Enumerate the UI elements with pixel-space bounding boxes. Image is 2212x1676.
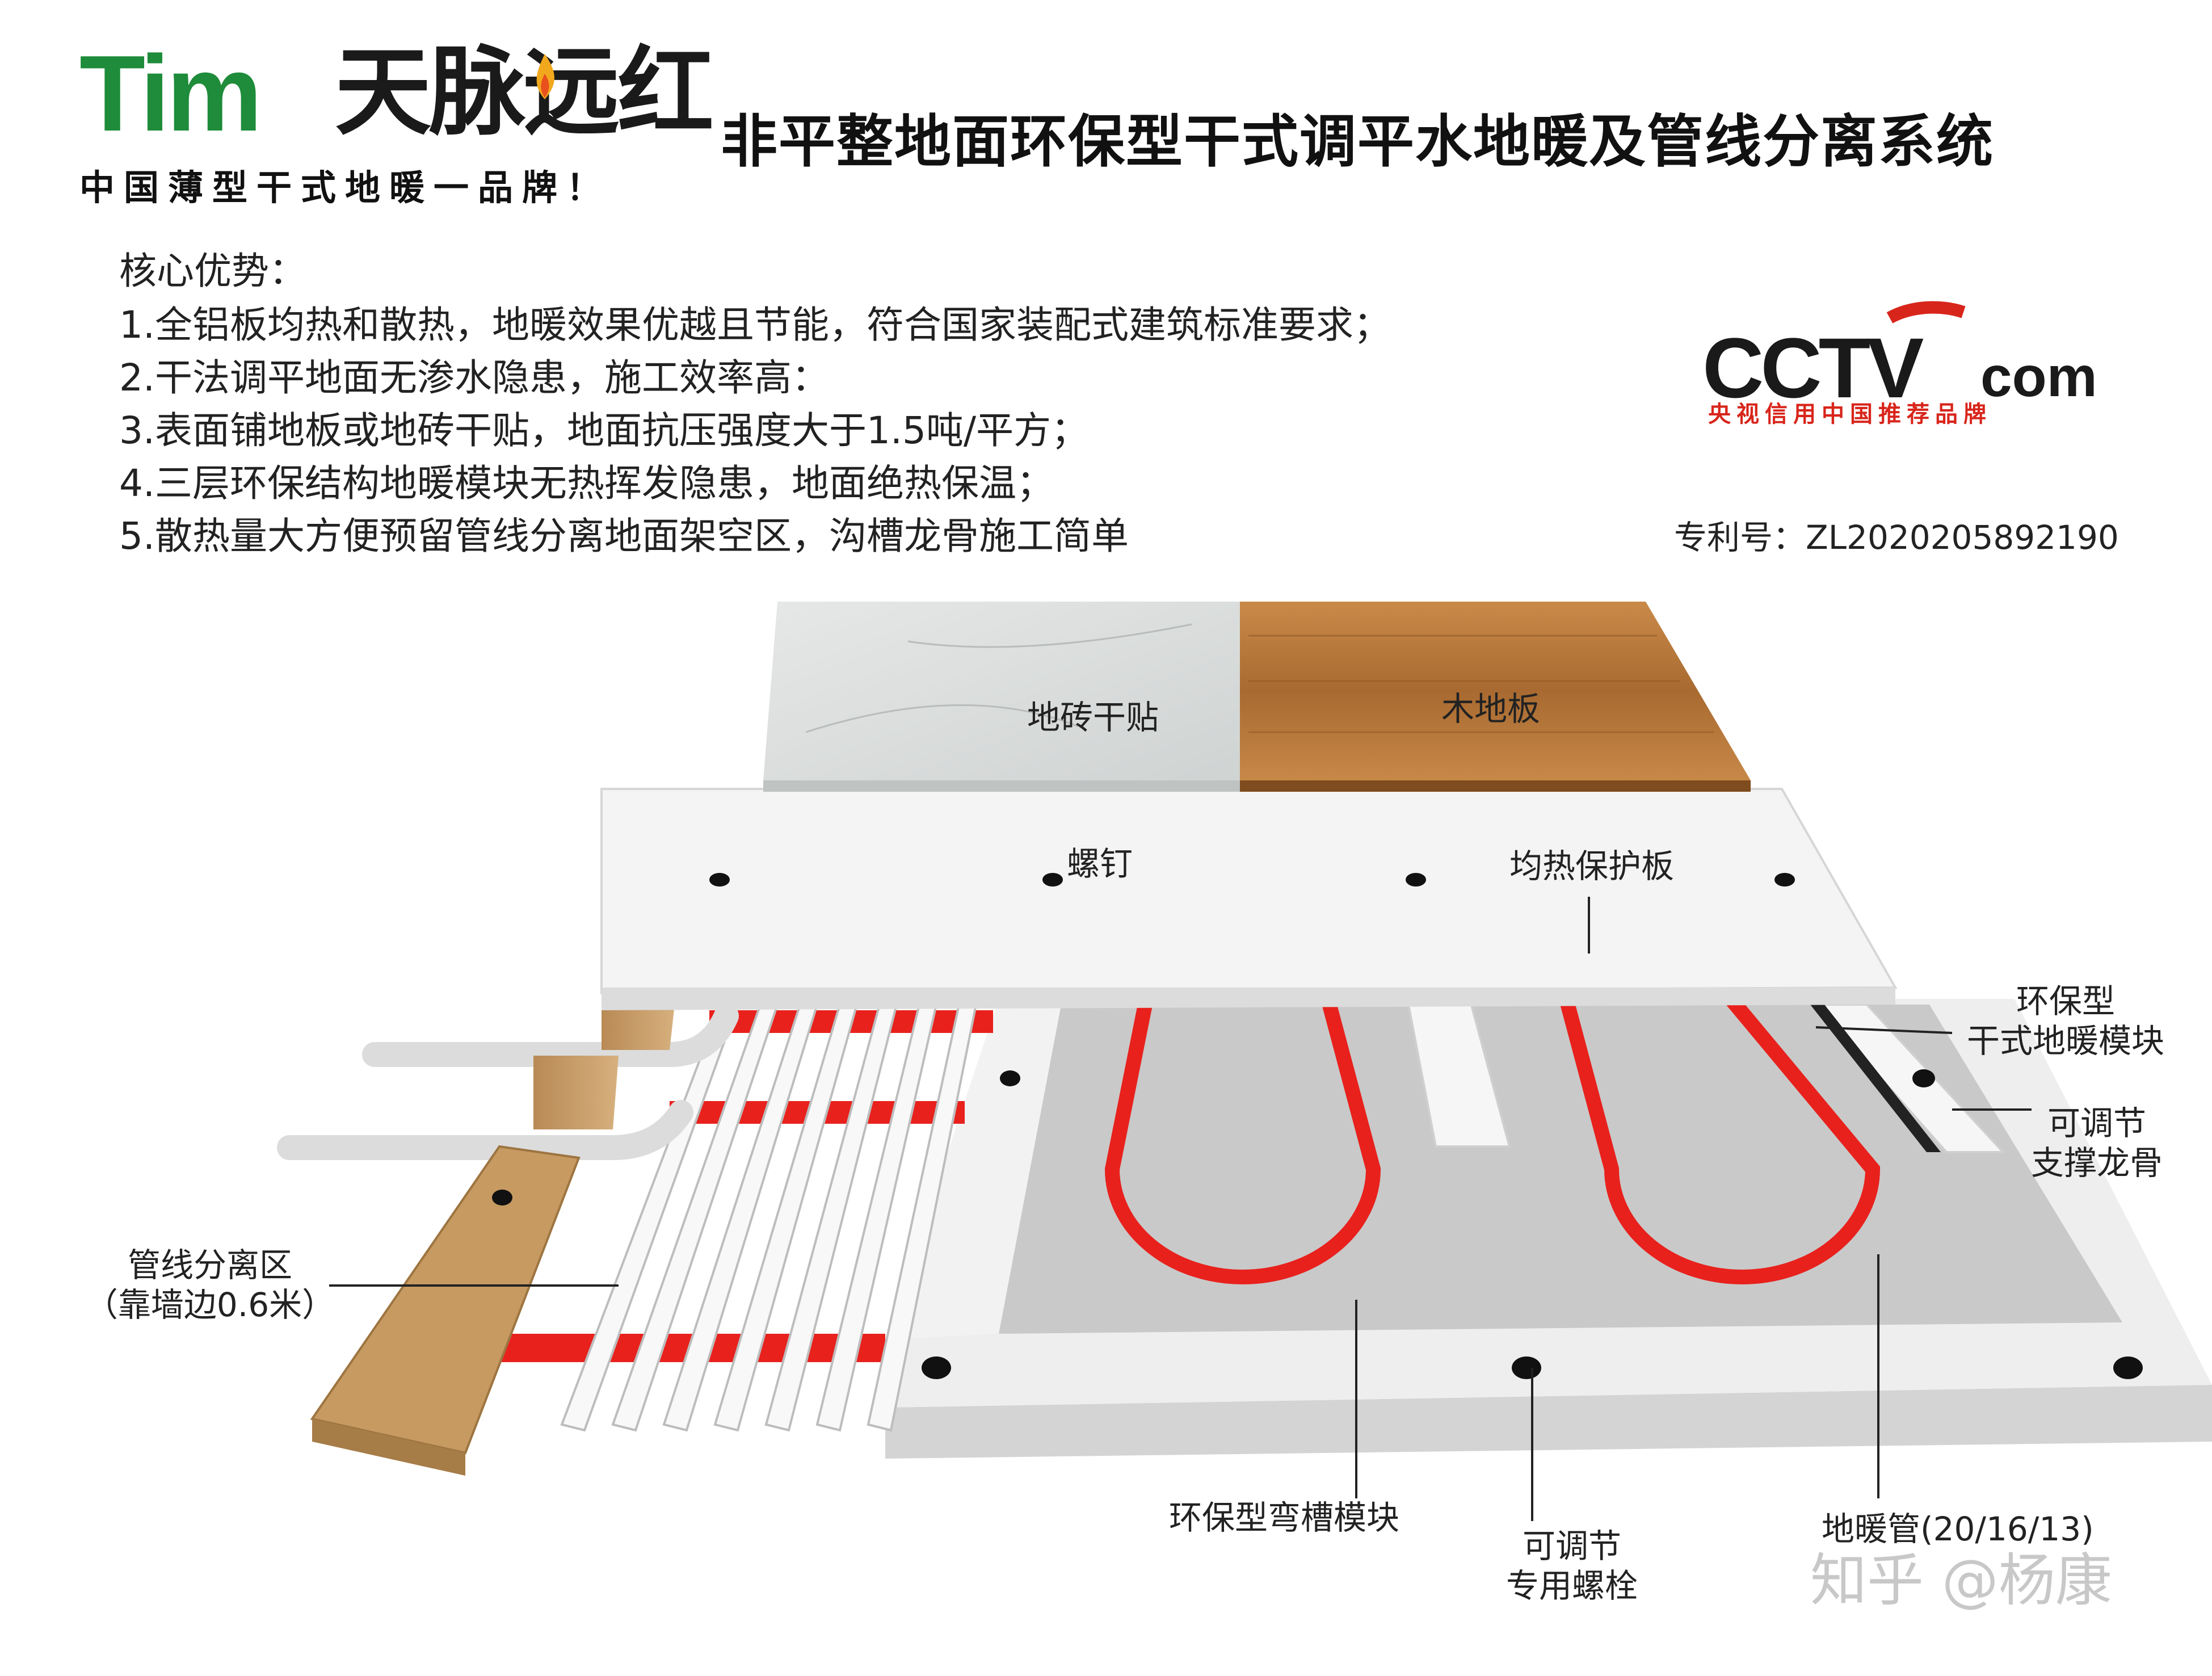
advantage-item: 4.三层环保结构地暖模块无热挥发隐患，地面绝热保温； <box>119 461 1054 505</box>
patent-number: 专利号：ZL2020205892190 <box>1674 518 2119 557</box>
advantage-item: 1.全铝板均热和散热，地暖效果优越且节能，符合国家装配式建筑标准要求； <box>119 303 1391 347</box>
wood-panel <box>1240 602 1751 780</box>
screw-hole <box>1774 873 1795 887</box>
advantage-item: 5.散热量大方便预留管线分离地面架空区，沟槽龙骨施工简单 <box>119 514 1129 558</box>
label-dry-heating-module: 环保型 干式地暖模块 <box>1958 982 2173 1061</box>
conduit <box>277 1100 693 1160</box>
label-line: 支撑龙骨 <box>2030 1143 2163 1182</box>
flame-icon <box>536 54 554 99</box>
label-groove-module: 环保型弯槽模块 <box>1169 1498 1400 1537</box>
protective-board <box>600 788 1898 995</box>
base-slab-edge <box>885 1385 2212 1459</box>
cctv-logo: CCTV com <box>1702 301 2097 415</box>
conduit <box>362 1003 739 1067</box>
advantage-item: 2.干法调平地面无渗水隐患，施工效率高： <box>119 356 829 400</box>
label-protective-board: 均热保护板 <box>1509 847 1675 885</box>
screw-hole <box>1042 873 1063 887</box>
bolt-hole <box>922 1356 951 1379</box>
heating-module-surface <box>999 1005 2122 1334</box>
bolt-hole <box>2113 1356 2143 1379</box>
screw-hole <box>1406 873 1426 887</box>
wood-beam <box>533 1056 619 1129</box>
bolt-hole <box>492 1190 512 1205</box>
bolt-hole <box>1000 1070 1020 1086</box>
label-line: 环保型 <box>2016 982 2115 1020</box>
label-line: 专用螺栓 <box>1505 1566 1638 1605</box>
cctv-logo-suffix: com <box>1980 345 2097 409</box>
bolt-hole <box>1512 1356 1541 1379</box>
label-screw: 螺钉 <box>1067 845 1133 883</box>
heating-pipe-loop <box>1104 997 1381 1284</box>
label-line: 管线分离区 <box>127 1246 292 1284</box>
cctv-caption: 央视信用中国推荐品牌 <box>1708 401 1992 427</box>
wood-beam-edge <box>312 1419 465 1476</box>
wood-beam <box>602 999 675 1050</box>
cctv-logo-text: CCTV <box>1702 320 1924 415</box>
advantages-heading: 核心优势： <box>119 249 306 293</box>
watermark: 知乎 @杨康 <box>1810 1547 2112 1614</box>
label-pipe-zone: 管线分离区 （靠墙边0.6米） <box>79 1246 340 1325</box>
wood-beam <box>310 1145 581 1455</box>
label-line: 干式地暖模块 <box>1966 1021 2164 1060</box>
label-floor-heating-pipe: 地暖管(20/16/13) <box>1822 1510 2094 1548</box>
heating-pipe-loop <box>1559 994 1881 1284</box>
keel-shadow <box>1810 1005 1941 1152</box>
brand-logo-chinese: 天脉远红 <box>335 36 714 149</box>
page-title: 非平整地面环保型干式调平水地暖及管线分离系统 <box>721 108 1994 175</box>
tile-panel-edge <box>763 780 1240 792</box>
label-line: （靠墙边0.6米） <box>85 1285 335 1324</box>
bolt-hole <box>1912 1069 1935 1087</box>
brand-logo-latin: Tim <box>79 33 262 154</box>
screw-hole <box>709 873 730 887</box>
label-line: 可调节 <box>2047 1104 2146 1142</box>
label-support-keel: 可调节 支撑龙骨 <box>2026 1104 2168 1183</box>
label-special-bolt: 可调节 专用螺栓 <box>1487 1527 1657 1606</box>
brand-slogan: 中国薄型干式地暖一品牌！ <box>79 167 611 208</box>
wood-panel-edge <box>1240 780 1751 792</box>
label-wood-floor: 木地板 <box>1441 690 1541 728</box>
advantage-item: 3.表面铺地板或地砖干贴，地面抗压强度大于1.5吨/平方； <box>119 409 1089 452</box>
protective-board-edge <box>602 988 1895 1010</box>
label-line: 可调节 <box>1522 1527 1621 1565</box>
label-tile: 地砖干贴 <box>1027 698 1159 737</box>
tile-panel <box>763 602 1240 780</box>
